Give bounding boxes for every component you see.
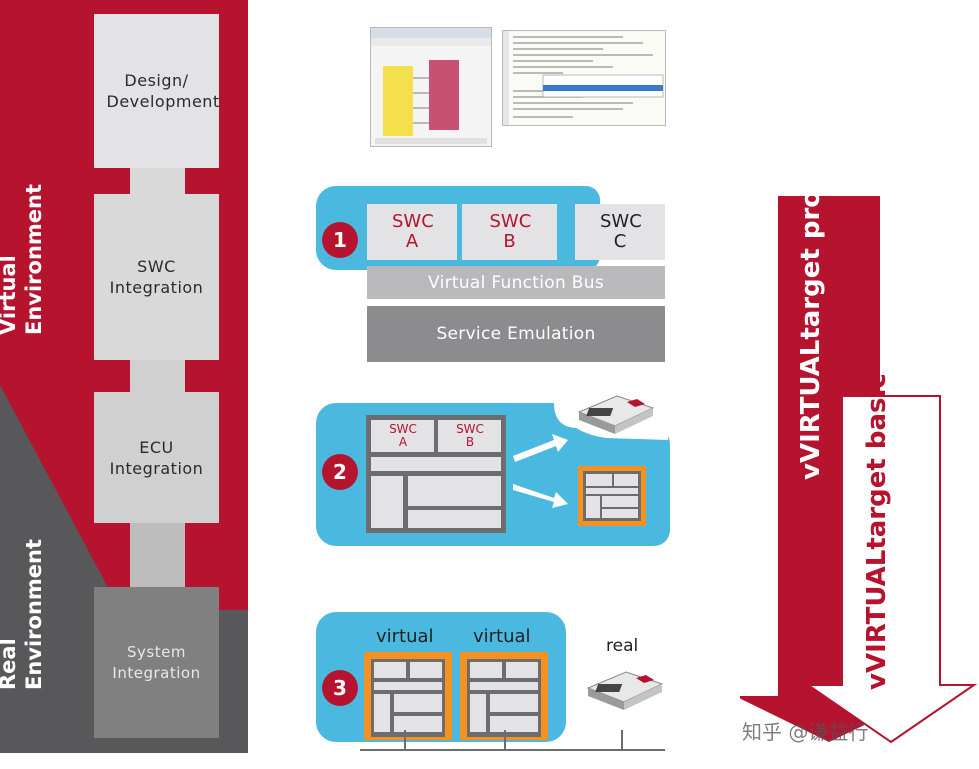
network-bus [360,730,665,751]
virtual-function-bus: Virtual Function Bus [367,266,665,299]
code-editor-thumbnail [502,30,666,126]
step2-number-badge: 2 [322,454,358,490]
swc-a-label: SWC A [389,422,417,449]
stage-design-development: Design/ Development [94,14,219,168]
swc-b-label: SWC B [456,422,484,449]
swc-b-label: SWC B [489,211,532,252]
virtual-label-2: virtual [473,626,531,647]
step3-diagram [316,612,566,742]
real-environment-label: Real Environment [0,538,46,690]
watermark: 知乎 @谦益行 [742,720,869,744]
stage-label: Design/ Development [106,71,220,111]
stage-ecu-integration: ECU Integration [94,392,219,523]
model-editor-thumbnail [370,27,492,147]
real-label: real [606,636,639,656]
step2-swc-b: SWC B [440,422,500,450]
stage-label: ECU Integration [109,437,204,478]
step1-swc-a: SWC A [367,204,457,260]
virtual-environment-label: Virtual Environment [0,183,46,335]
step1-number-badge: 1 [322,222,358,258]
stage-swc-integration: SWC Integration [94,194,219,360]
service-emulation: Service Emulation [367,306,665,362]
product-pro-label: vVIRTUALtarget pro [796,190,826,480]
ecu-hardware-icon [586,671,664,710]
stage-label: SWC Integration [109,257,204,297]
ecu-hardware-icon [577,395,655,434]
swc-c-label: SWC C [600,211,642,252]
virtual-label-1: virtual [376,626,434,647]
step3-number-badge: 3 [322,670,358,706]
stage-system-integration: System Integration [94,587,219,738]
stage-label: System Integration [112,642,201,682]
code-editor-preview [503,31,664,125]
step1-swc-c: SWC C [575,204,665,260]
product-pro-text: vVIRTUALtarget pro [796,189,826,480]
model-editor-preview [371,28,491,144]
product-arrows [740,196,978,744]
step2-swc-a: SWC A [373,422,433,450]
product-basic-label: vVIRTUALtarget basic [862,373,892,690]
step1-swc-b: SWC B [462,204,557,260]
swc-a-label: SWC A [392,211,434,252]
product-basic-text: vVIRTUALtarget basic [862,373,892,690]
process-panel: Design/ Development SWC Integration ECU … [0,0,250,753]
